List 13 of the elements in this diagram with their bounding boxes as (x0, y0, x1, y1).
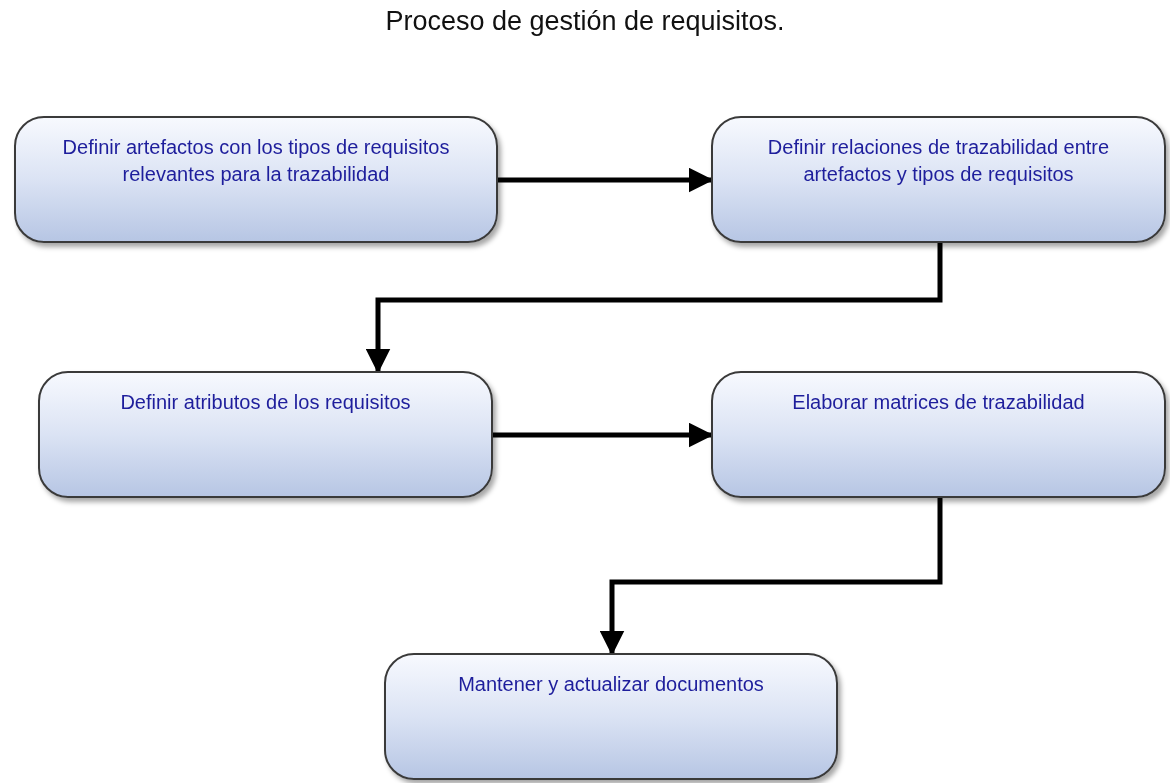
process-box (38, 371, 493, 498)
process-box (711, 371, 1166, 498)
step-text: Definir relaciones de trazabilidad entre artefactos y tipos de requisitos (766, 135, 1111, 187)
step-text: Definir artefactos con los tipos de requisitos relevantes para la trazabilidad (61, 135, 451, 187)
process-box (711, 116, 1166, 243)
arrow (599, 498, 943, 656)
process-box (384, 653, 838, 780)
step-text: Definir atributos de los requisitos (120, 390, 411, 415)
process-box (14, 116, 498, 243)
arrow (365, 243, 943, 374)
diagram-title: Proceso de gestión de requisitos. (384, 6, 786, 37)
step-text: Elaborar matrices de trazabilidad (792, 390, 1085, 415)
step-text: Mantener y actualizar documentos (458, 672, 764, 697)
